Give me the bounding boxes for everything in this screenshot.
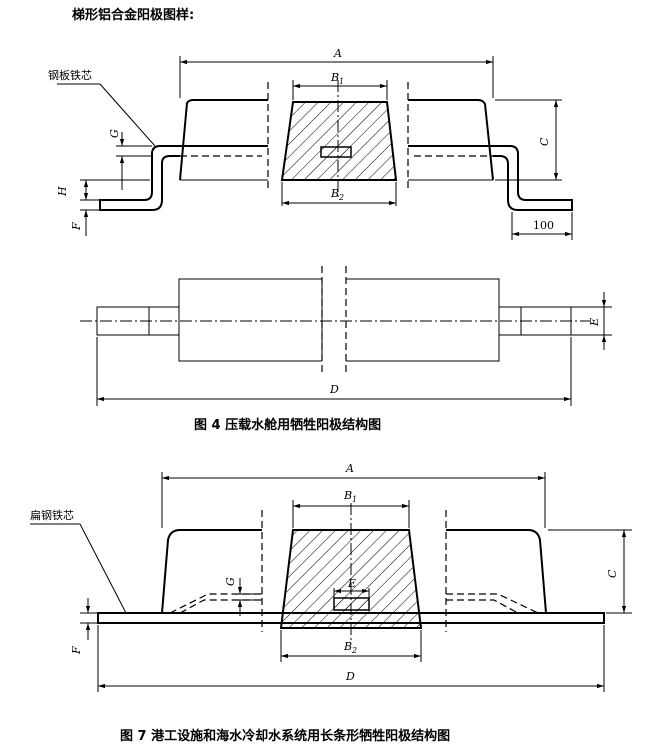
fig4-dim-H: H — [56, 186, 69, 197]
fig4-dim-D: D — [329, 383, 339, 396]
fig4-dim-A: A — [333, 47, 342, 60]
fig4-dim-B1: B — [330, 71, 339, 84]
fig4-dim-C: C — [538, 137, 551, 146]
fig4-dim-B2-sub: 2 — [338, 193, 344, 202]
fig4-left-steel-core — [99, 145, 268, 211]
fig4-left-anode-top — [179, 99, 268, 181]
fig4-right-steel-core — [408, 145, 573, 211]
fig7-left-core-hidden — [169, 593, 262, 614]
fig4-right-anode-top — [408, 99, 494, 181]
fig4-dim-F: F — [70, 222, 83, 231]
fig7-caption: 图 7 港工设施和海水冷却水系统用长条形牺牲阳极结构图 — [120, 728, 450, 744]
fig7-dim-F: F — [70, 646, 83, 655]
fig4-dim-B1-sub: 1 — [339, 77, 344, 86]
fig4-core-section — [320, 146, 352, 158]
fig4-core-label: 钢板铁芯 — [48, 68, 92, 82]
fig7-dim-E: E — [347, 577, 356, 590]
fig4-side-view: A B 1 B 2 C G H F — [48, 47, 573, 240]
fig4-plan-view: E D — [80, 266, 612, 406]
fig4-dim-E: E — [588, 318, 601, 327]
page-title: 梯形铝合金阳极图样: — [72, 7, 194, 23]
fig7-dim-B1: B — [343, 489, 352, 502]
fig7-dim-A: A — [345, 462, 354, 475]
fig7-dim-G: G — [224, 577, 237, 586]
fig4-dim-100: 100 — [533, 219, 554, 232]
fig4-dim-B2: B — [330, 187, 339, 200]
fig4-caption: 图 4 压载水舱用牺牲阳极结构图 — [194, 417, 381, 433]
fig7-dim-C: C — [606, 569, 619, 578]
fig4-cross-section — [280, 101, 398, 181]
fig7-dim-B2-sub: 2 — [351, 646, 357, 655]
fig4-dim-G: G — [108, 129, 121, 138]
fig7-dim-B2: B — [343, 640, 352, 653]
fig7-side-view: A B 1 E B 2 C G F — [30, 462, 632, 692]
fig7-dim-D: D — [345, 670, 355, 683]
fig7-core-label: 扁钢铁芯 — [30, 508, 74, 522]
fig7-dim-B1-sub: 1 — [352, 495, 357, 504]
fig7-left-anode — [161, 529, 262, 614]
fig7-right-anode — [446, 529, 547, 614]
fig7-right-core-hidden — [446, 593, 539, 614]
